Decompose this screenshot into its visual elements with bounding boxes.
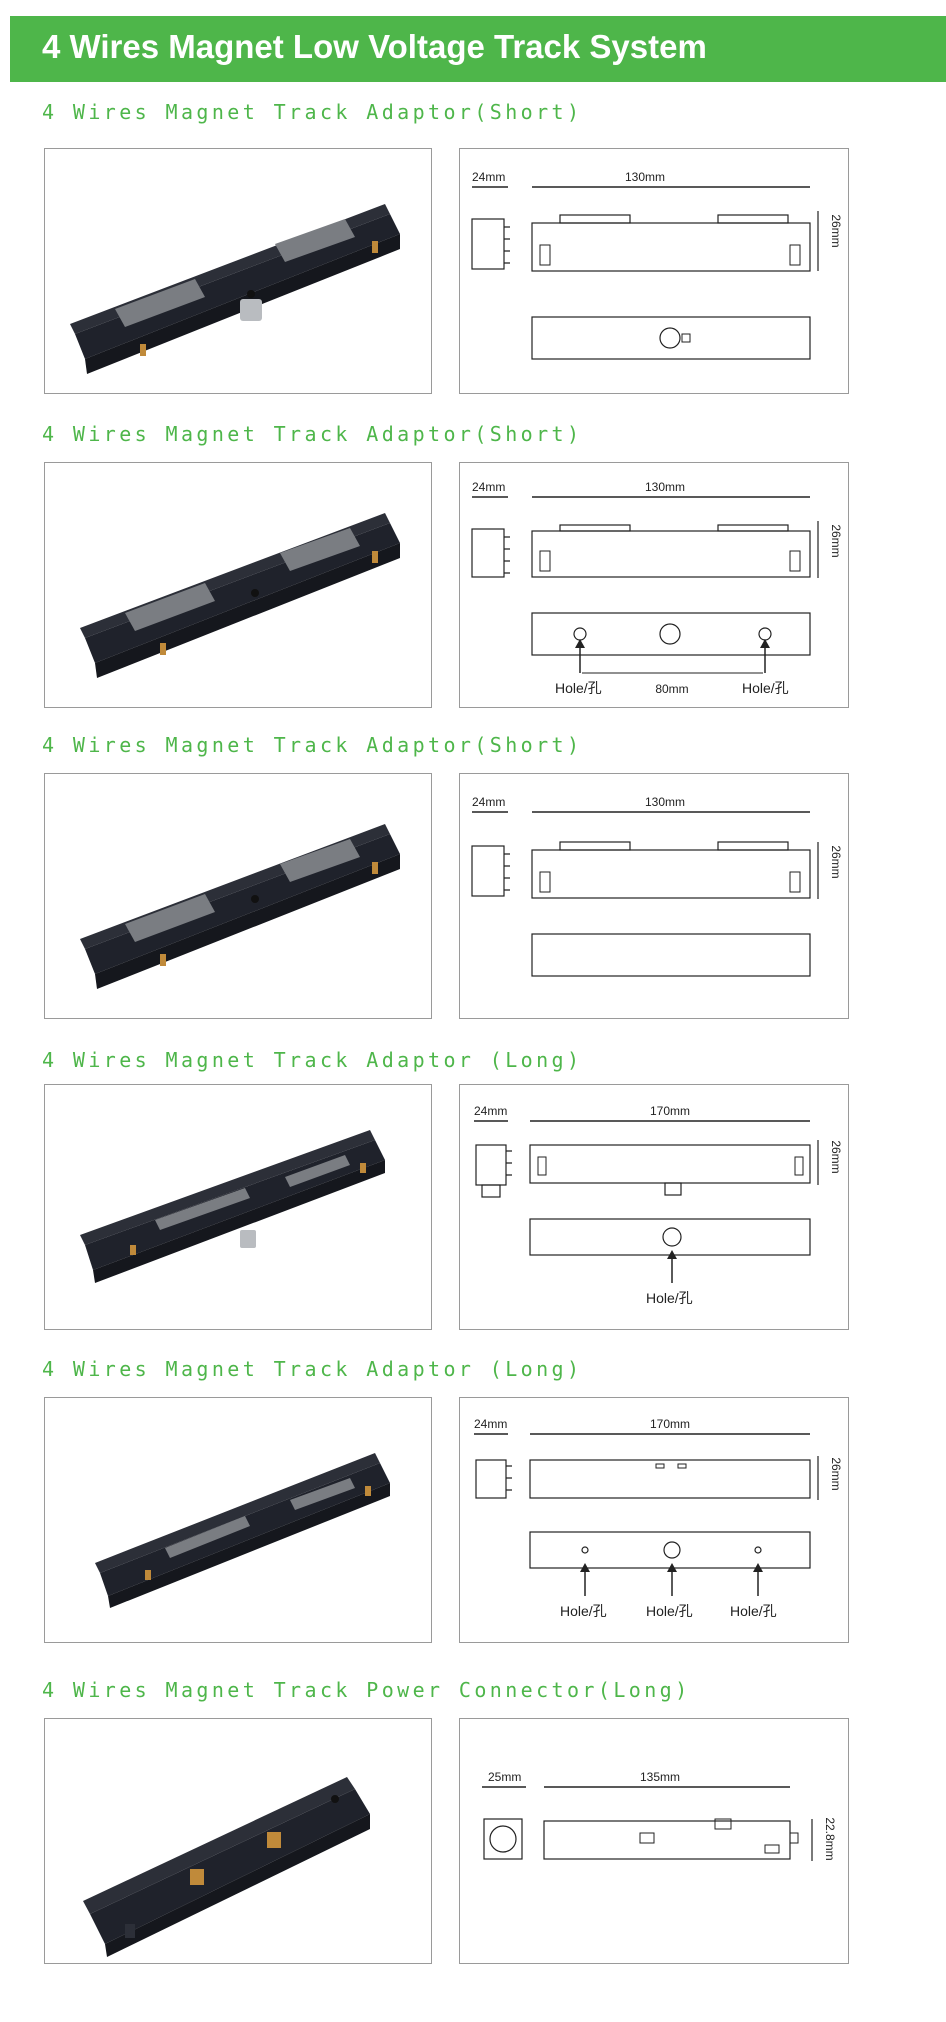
- width-label: 25mm: [488, 1770, 521, 1784]
- section-title: 4 Wires Magnet Track Adaptor(Short): [42, 733, 583, 757]
- height-label: 26mm: [829, 845, 843, 878]
- length-label: 135mm: [640, 1770, 680, 1784]
- length-label: 130mm: [645, 480, 685, 494]
- dimension-drawing: 24mm 170mm 26mm Hole/孔: [459, 1084, 849, 1330]
- hole-label: Hole/孔: [730, 1603, 777, 1619]
- hole-spacing-label: 80mm: [655, 682, 688, 696]
- length-label: 130mm: [645, 795, 685, 809]
- height-label: 26mm: [829, 214, 843, 247]
- hole-label: Hole/孔: [555, 680, 602, 696]
- width-label: 24mm: [474, 1104, 507, 1118]
- length-label: 130mm: [625, 170, 665, 184]
- dimension-drawing: 24mm 130mm 26mm Hole/孔 80mm Hole/孔: [459, 462, 849, 708]
- height-label: 26mm: [829, 524, 843, 557]
- section-title: 4 Wires Magnet Track Adaptor (Long): [42, 1048, 583, 1072]
- dimension-drawing: 24mm 130mm 26mm: [459, 148, 849, 394]
- length-label: 170mm: [650, 1417, 690, 1431]
- product-photo: [44, 773, 432, 1019]
- dimension-drawing: 24mm 170mm 26mm Hole/孔 Hole/孔 Hole/孔: [459, 1397, 849, 1643]
- hole-label: Hole/孔: [646, 1603, 693, 1619]
- width-label: 24mm: [474, 1417, 507, 1431]
- dimension-drawing: 24mm 130mm 26mm: [459, 773, 849, 1019]
- product-photo: [44, 1718, 432, 1964]
- hole-label: Hole/孔: [742, 680, 789, 696]
- product-photo: [44, 1397, 432, 1643]
- product-photo: [44, 1084, 432, 1330]
- height-label: 26mm: [829, 1457, 843, 1490]
- width-label: 24mm: [472, 795, 505, 809]
- width-label: 24mm: [472, 480, 505, 494]
- section-title: 4 Wires Magnet Track Adaptor(Short): [42, 422, 583, 446]
- hole-label: Hole/孔: [646, 1290, 693, 1306]
- height-label: 22.8mm: [823, 1817, 837, 1860]
- width-label: 24mm: [472, 170, 505, 184]
- product-photo: [44, 148, 432, 394]
- page-title: 4 Wires Magnet Low Voltage Track System: [42, 28, 707, 65]
- header-banner: 4 Wires Magnet Low Voltage Track System: [10, 16, 946, 82]
- product-photo: [44, 462, 432, 708]
- hole-label: Hole/孔: [560, 1603, 607, 1619]
- dimension-drawing: 25mm 135mm 22.8mm: [459, 1718, 849, 1964]
- height-label: 26mm: [829, 1140, 843, 1173]
- section-title: 4 Wires Magnet Track Adaptor(Short): [42, 100, 583, 124]
- length-label: 170mm: [650, 1104, 690, 1118]
- section-title: 4 Wires Magnet Track Adaptor (Long): [42, 1357, 583, 1381]
- section-title: 4 Wires Magnet Track Power Connector(Lon…: [42, 1678, 691, 1702]
